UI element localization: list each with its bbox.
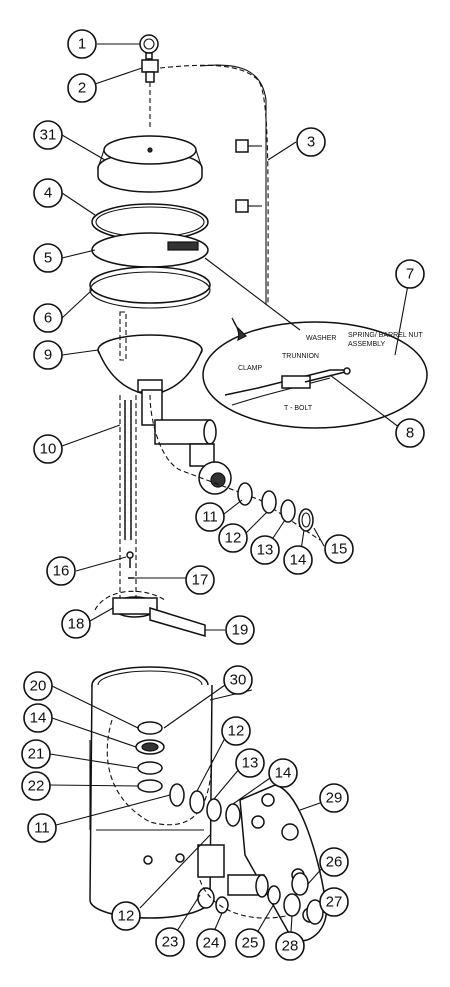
inset-label-spring: SPRING/ BARREL NUT [348, 332, 424, 339]
inset-label-clamp: CLAMP [238, 365, 262, 372]
svg-text:11: 11 [202, 509, 218, 526]
callout-23: 23 [155, 927, 185, 957]
drain-valve [94, 590, 206, 637]
callout-13-lower: 13 [235, 748, 265, 778]
inset-label-washer: WASHER [306, 335, 336, 342]
svg-text:14: 14 [30, 710, 47, 727]
svg-text:25: 25 [242, 935, 259, 952]
svg-text:26: 26 [326, 854, 343, 871]
callout-20: 20 [23, 671, 53, 701]
air-relief-valve [141, 59, 159, 130]
svg-text:24: 24 [203, 935, 220, 952]
callout-12-lower: 12 [111, 901, 141, 931]
svg-text:16: 16 [53, 563, 70, 580]
callout-11-lower: 11 [27, 813, 57, 843]
callout-11: 11 [195, 502, 225, 532]
clamp-band [89, 266, 211, 309]
callout-13: 13 [250, 535, 280, 565]
callout-15: 15 [324, 534, 354, 564]
svg-text:23: 23 [162, 934, 179, 951]
callout-2: 2 [67, 73, 97, 103]
clamp-detail-inset: WASHER SPRING/ BARREL NUT ASSEMBLY TRUNN… [202, 321, 428, 429]
svg-text:8: 8 [406, 425, 414, 442]
svg-text:22: 22 [28, 778, 45, 795]
callout-19: 19 [225, 615, 255, 645]
callout-28: 28 [275, 931, 305, 961]
inset-label-trunnion: TRUNNION [282, 353, 319, 360]
inset-label-t-bolt: T - BOLT [284, 405, 313, 412]
svg-text:13: 13 [242, 755, 259, 772]
svg-text:28: 28 [282, 938, 299, 955]
union-rings [237, 482, 314, 532]
callout-14-lower: 14 [23, 703, 53, 733]
svg-text:31: 31 [40, 127, 57, 144]
bleed-tube [159, 64, 269, 306]
callout-27: 27 [319, 887, 349, 917]
callout-3: 3 [296, 127, 326, 157]
svg-text:1: 1 [78, 36, 86, 53]
callout-12: 12 [218, 523, 248, 553]
svg-text:10: 10 [40, 441, 57, 458]
tank-body [89, 666, 213, 919]
callout-30: 30 [223, 665, 253, 695]
svg-text:11: 11 [34, 820, 50, 837]
callout-29: 29 [319, 783, 349, 813]
tank-lid [97, 135, 203, 193]
svg-text:14: 14 [290, 552, 307, 569]
callout-14-lower-right: 14 [268, 758, 298, 788]
tank-internal-rings [135, 721, 165, 793]
svg-text:3: 3 [307, 134, 315, 151]
callout-21: 21 [21, 739, 51, 769]
callout-8: 8 [395, 418, 425, 448]
callout-6: 6 [33, 303, 63, 333]
svg-text:4: 4 [44, 185, 52, 202]
svg-text:12: 12 [118, 908, 135, 925]
callout-7: 7 [395, 259, 425, 289]
callout-1: 1 [67, 29, 97, 59]
svg-text:12: 12 [228, 723, 245, 740]
callout-14: 14 [283, 545, 313, 575]
clamp-ring [91, 232, 209, 268]
svg-text:13: 13 [257, 542, 274, 559]
standpipe [119, 395, 137, 610]
svg-text:29: 29 [326, 790, 343, 807]
svg-text:21: 21 [28, 746, 45, 763]
callout-22: 22 [21, 771, 51, 801]
callout-16: 16 [46, 556, 76, 586]
svg-text:30: 30 [230, 672, 247, 689]
svg-text:27: 27 [326, 894, 343, 911]
svg-text:17: 17 [192, 572, 209, 589]
svg-text:2: 2 [78, 80, 86, 97]
pressure-gauge [139, 34, 159, 60]
callout-5: 5 [33, 243, 63, 273]
svg-text:19: 19 [232, 622, 249, 639]
callout-17: 17 [185, 565, 215, 595]
diffuser [97, 311, 203, 396]
svg-text:7: 7 [406, 266, 414, 283]
lateral-manifold [141, 389, 321, 541]
callout-25: 25 [235, 928, 265, 958]
callout-4: 4 [33, 178, 63, 208]
svg-text:5: 5 [44, 250, 52, 267]
svg-text:9: 9 [44, 347, 52, 364]
svg-text:18: 18 [68, 616, 85, 633]
callout-18: 18 [61, 609, 91, 639]
detail-arrow-icon [231, 317, 248, 342]
callout-12-upper-right: 12 [221, 716, 251, 746]
svg-text:6: 6 [44, 310, 52, 327]
callout-10: 10 [33, 434, 63, 464]
callout-24: 24 [196, 928, 226, 958]
svg-text:15: 15 [331, 541, 348, 558]
svg-text:14: 14 [275, 765, 292, 782]
inset-label-assembly: ASSEMBLY [348, 341, 386, 348]
callout-31: 31 [33, 120, 63, 150]
svg-text:20: 20 [30, 678, 47, 695]
drain-plug [126, 551, 134, 579]
drain-union-parts [197, 844, 324, 925]
callout-26: 26 [319, 847, 349, 877]
callout-9: 9 [33, 340, 63, 370]
svg-text:12: 12 [225, 530, 242, 547]
